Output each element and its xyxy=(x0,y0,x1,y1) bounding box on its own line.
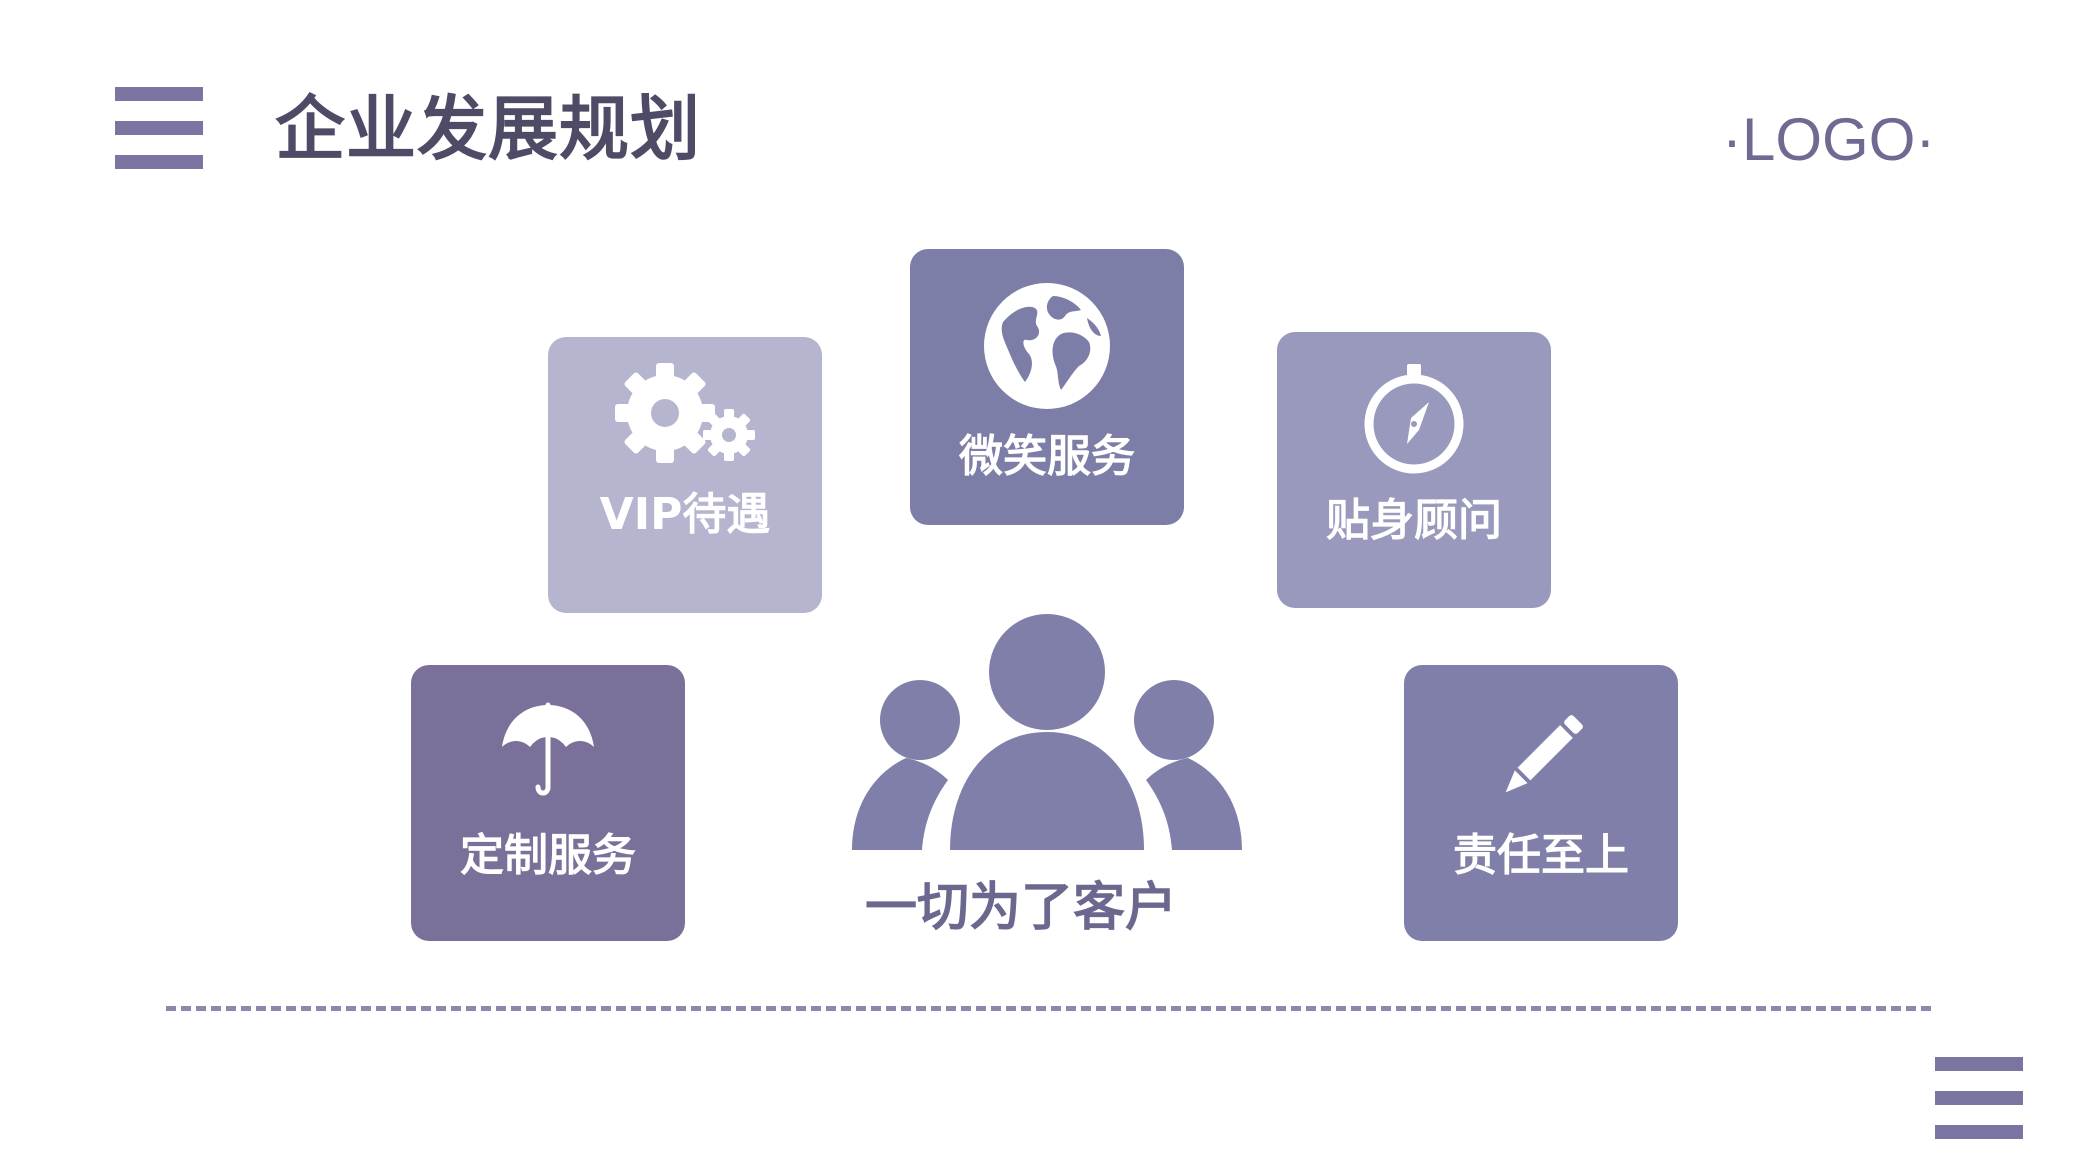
menu-bar xyxy=(115,87,203,101)
page-title: 企业发展规划 xyxy=(275,88,701,170)
center-label: 一切为了客户 xyxy=(864,878,1177,938)
people-group-icon xyxy=(852,612,1242,856)
card-label: VIP待遇 xyxy=(599,489,771,540)
menu-icon[interactable] xyxy=(1935,1057,2023,1139)
logo: ·LOGO· xyxy=(1722,106,1936,173)
globe-icon xyxy=(910,282,1184,414)
menu-bar xyxy=(1935,1057,2023,1071)
card-smile-service[interactable]: 微笑服务 xyxy=(910,249,1184,525)
menu-bar xyxy=(115,155,203,169)
umbrella-icon xyxy=(411,701,685,805)
card-responsibility[interactable]: 责任至上 xyxy=(1404,665,1678,941)
pencil-icon xyxy=(1404,707,1678,811)
card-label: 微笑服务 xyxy=(959,431,1135,482)
compass-icon xyxy=(1277,364,1551,480)
menu-bar xyxy=(1935,1091,2023,1105)
card-vip[interactable]: VIP待遇 xyxy=(548,337,822,613)
card-personal-advisor[interactable]: 贴身顾问 xyxy=(1277,332,1551,608)
menu-bar xyxy=(115,121,203,135)
card-label: 责任至上 xyxy=(1453,830,1629,881)
menu-icon[interactable] xyxy=(115,87,203,169)
card-label: 定制服务 xyxy=(460,830,636,881)
gears-icon xyxy=(548,363,822,477)
card-custom-service[interactable]: 定制服务 xyxy=(411,665,685,941)
menu-bar xyxy=(1935,1125,2023,1139)
card-label: 贴身顾问 xyxy=(1326,495,1502,546)
dashed-divider xyxy=(166,1006,1931,1011)
